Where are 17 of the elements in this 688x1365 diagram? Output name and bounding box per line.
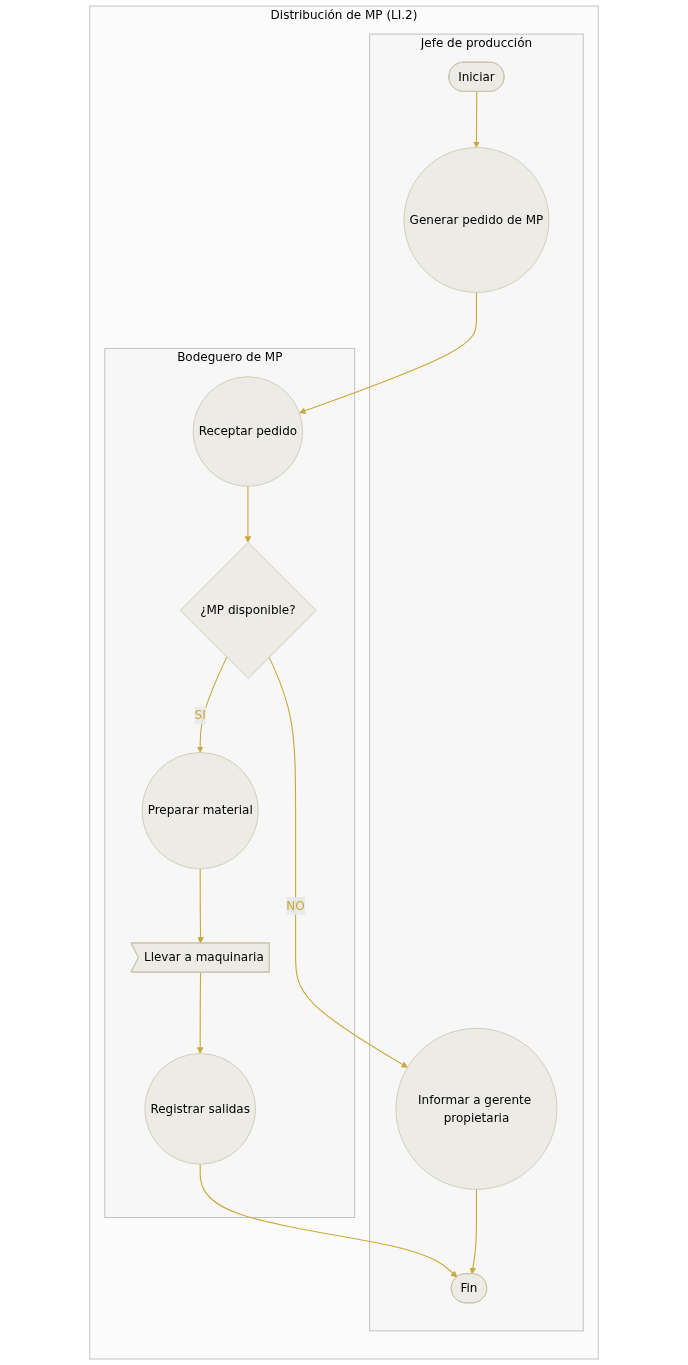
arrow (196, 656, 228, 753)
arrow (244, 485, 252, 543)
node-circle: Preparar material (141, 752, 259, 870)
arrow (473, 91, 480, 148)
arrow (199, 1163, 458, 1278)
edge-label: NO (286, 898, 305, 913)
node-circle: Registrar salidas (144, 1053, 256, 1165)
arrow (469, 1188, 477, 1275)
arrow (197, 868, 204, 944)
node-circle: Receptar pedido (192, 376, 304, 487)
node-circle: Informar a gerente propietaria (395, 1027, 558, 1190)
arrow (268, 656, 408, 1068)
edge-label: SI (194, 707, 206, 723)
arrow (196, 971, 204, 1054)
arrow (299, 291, 477, 414)
node-circle: Generar pedido de MP (403, 147, 550, 293)
node-diamond: ¿MP disponible? (179, 542, 317, 679)
